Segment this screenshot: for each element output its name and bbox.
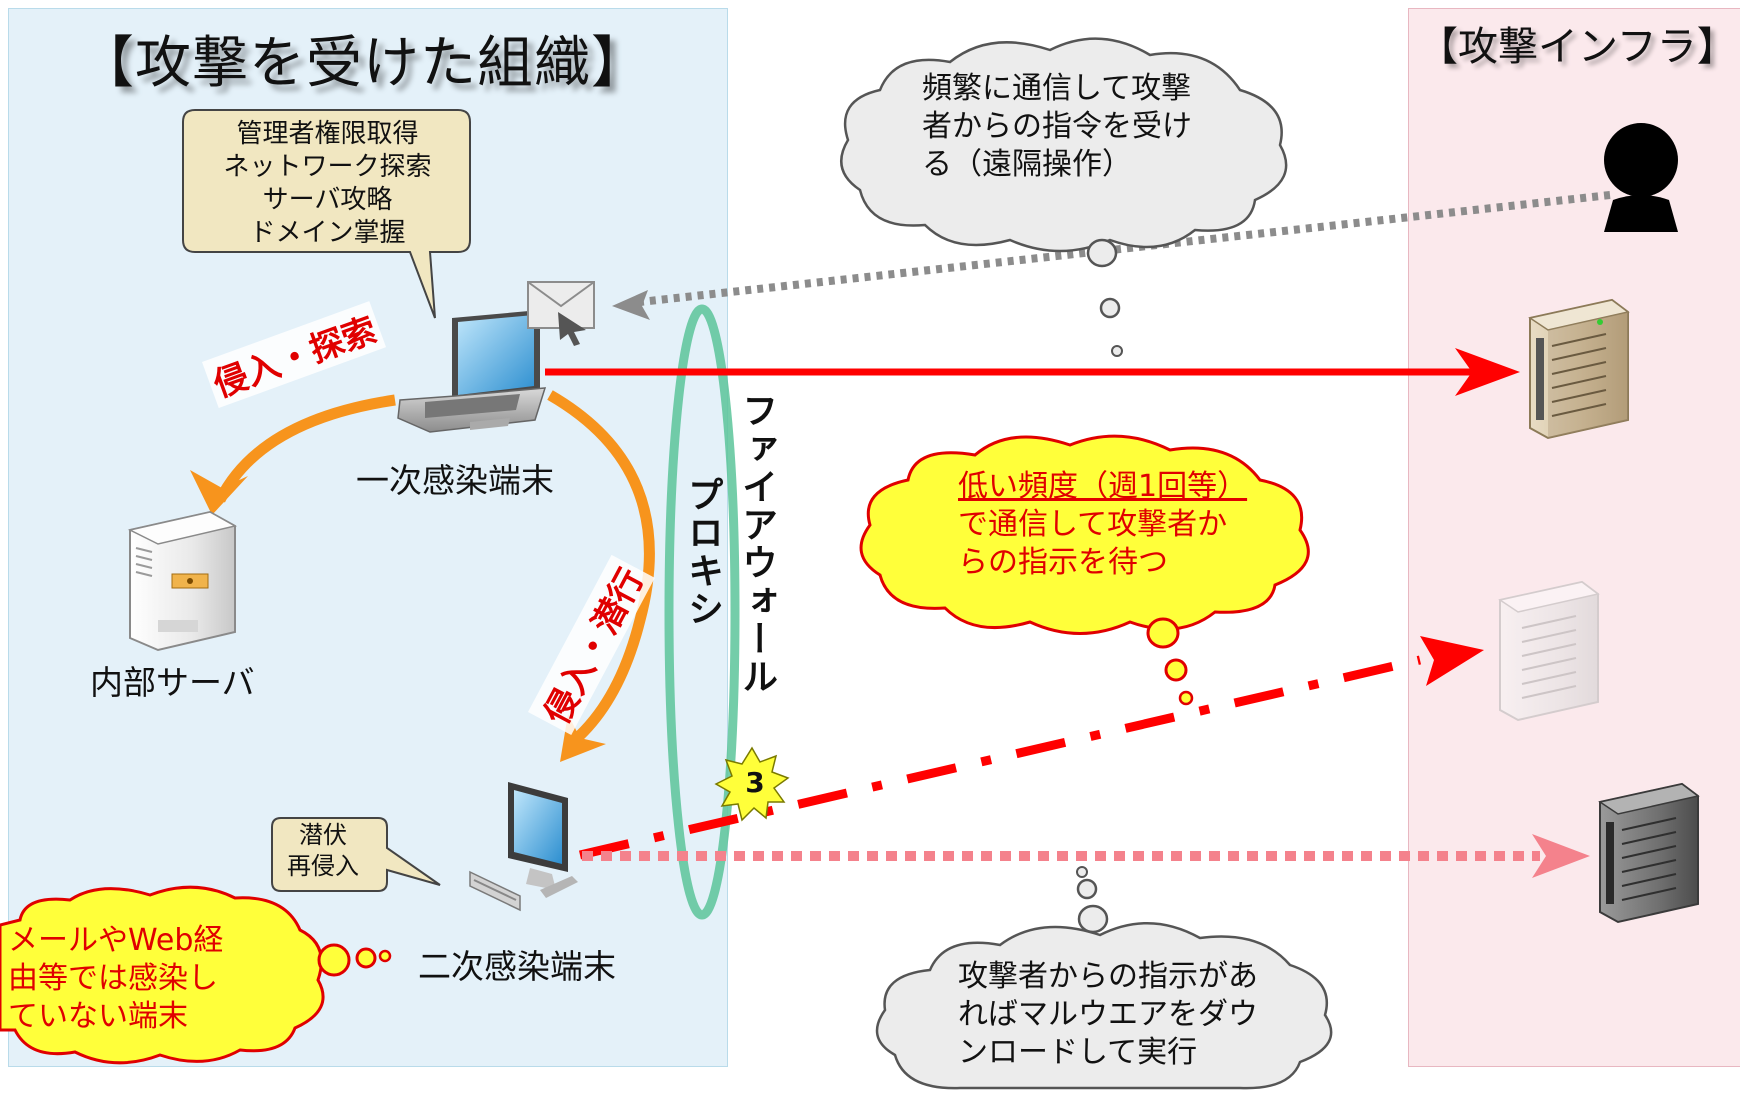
badge-number: 3 bbox=[745, 766, 765, 799]
latent-callout-bubble bbox=[271, 817, 441, 892]
callout-line: ドメイン掌握 bbox=[249, 218, 406, 248]
secondary-terminal-label: 二次感染端末 bbox=[418, 947, 616, 986]
frequent-communication-cloud bbox=[840, 37, 1288, 357]
cloud-line: ていない端末 bbox=[8, 999, 188, 1034]
remote-control-arrowhead bbox=[612, 290, 650, 320]
secondary-infected-desktop-icon bbox=[469, 782, 578, 912]
attacked-organization-title: 【攻撃を受けた組織】 bbox=[78, 31, 648, 96]
cloud-line: 攻撃者からの指示があ bbox=[958, 959, 1258, 994]
cloud-line: ンロードして実行 bbox=[958, 1035, 1198, 1070]
uninfected-terminal-text: メールやWeb経 由等では感染し ていない端末 bbox=[8, 922, 223, 1036]
download-cloud bbox=[875, 866, 1333, 1090]
callout-line: ネットワーク探索 bbox=[223, 152, 432, 182]
cloud-line: 頻繁に通信して攻撃 bbox=[922, 71, 1192, 106]
malware-server-icon bbox=[1598, 782, 1700, 924]
primary-connection-arrowhead bbox=[1455, 348, 1520, 396]
command-server-icon bbox=[1528, 298, 1630, 440]
callout-line: 潜伏 bbox=[299, 821, 347, 849]
cloud-line: 者からの指令を受け bbox=[922, 109, 1192, 144]
secondary-connection-arrow bbox=[578, 655, 1422, 860]
inactive-server-icon bbox=[1498, 580, 1600, 722]
cloud-line: る（遠隔操作） bbox=[922, 147, 1132, 182]
attack-infrastructure-title: 【攻撃インフラ】 bbox=[1418, 24, 1737, 70]
intrusion-search-arrowhead bbox=[190, 470, 248, 515]
callout-line: サーバ攻略 bbox=[262, 185, 393, 215]
cloud-line: らの指示を待つ bbox=[958, 545, 1168, 580]
download-text: 攻撃者からの指示があ ればマルウエアをダウ ンロードして実行 bbox=[958, 958, 1258, 1072]
cloud-line: で通信して攻撃者か bbox=[958, 507, 1228, 542]
primary-terminal-label: 一次感染端末 bbox=[356, 461, 554, 500]
callout-line: 管理者権限取得 bbox=[236, 119, 419, 149]
low-frequency-text: 低い頻度（週1回等） で通信して攻撃者か らの指示を待つ bbox=[958, 468, 1247, 582]
firewall-label: ファイアウォール bbox=[736, 392, 777, 696]
frequent-communication-text: 頻繁に通信して攻撃 者からの指令を受け る（遠隔操作） bbox=[922, 70, 1192, 184]
mail-icon bbox=[527, 281, 595, 346]
internal-server-label: 内部サーバ bbox=[90, 663, 255, 702]
attacker-icon bbox=[1604, 123, 1678, 232]
warning-starburst-icon bbox=[714, 746, 790, 822]
primary-infected-laptop-icon bbox=[397, 310, 547, 433]
latent-callout-text: 潜伏 再侵入 bbox=[276, 820, 370, 882]
cloud-line: ればマルウエアをダウ bbox=[958, 997, 1258, 1032]
cloud-line: 低い頻度（週1回等） bbox=[958, 469, 1248, 504]
manager-callout-text: 管理者権限取得 ネットワーク探索 サーバ攻略 ドメイン掌握 bbox=[200, 118, 455, 250]
secondary-connection-arrowhead bbox=[1420, 636, 1484, 686]
proxy-firewall-ring bbox=[664, 304, 740, 920]
callout-line: 再侵入 bbox=[287, 852, 359, 880]
uninfected-terminal-cloud bbox=[0, 885, 392, 1065]
manager-callout-bubble bbox=[182, 109, 471, 319]
cloud-line: 由等では感染し bbox=[8, 961, 218, 996]
cloud-line: メールやWeb経 bbox=[8, 923, 224, 958]
intrusion-search-arrow bbox=[215, 394, 396, 503]
low-frequency-cloud bbox=[859, 434, 1310, 706]
internal-server-icon bbox=[127, 510, 238, 652]
download-arrowhead bbox=[1532, 834, 1590, 878]
proxy-label: プロキシ bbox=[682, 476, 723, 628]
